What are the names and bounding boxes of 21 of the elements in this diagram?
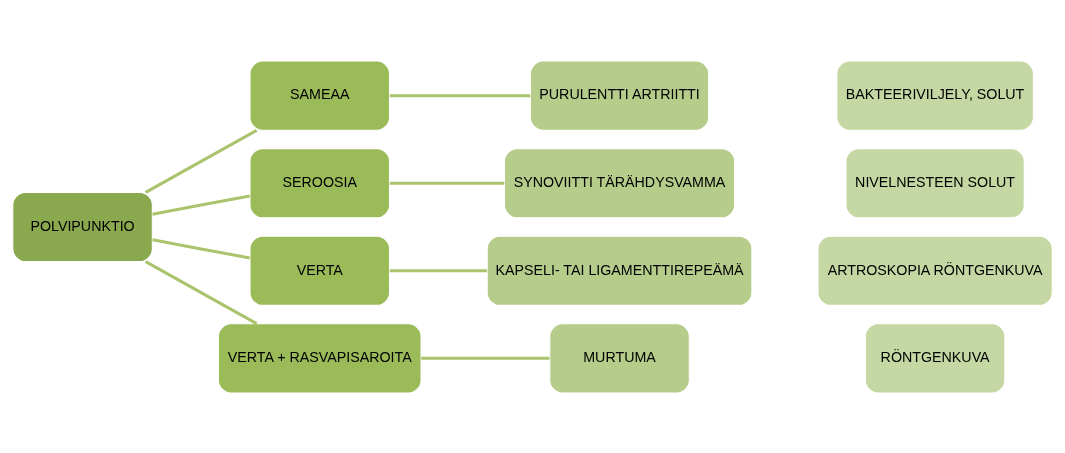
connector [152,194,251,216]
node-box: VERTA + RASVAPISAROITA [217,322,422,393]
connector [144,259,258,325]
node-box: RÖNTGENKUVA [864,322,1006,393]
connector [421,356,550,360]
node-box: MURTUMA [549,322,690,393]
connector [152,237,251,259]
node-box: NIVELNESTEEN SOLUT [845,147,1025,218]
connector [389,268,487,272]
node-box: BAKTEERIVILJELY, SOLUT [836,60,1034,131]
node-box: SYNOVIITTI TÄRÄHDYSVAMMA [504,147,736,218]
node-box: SEROOSIA [249,147,390,218]
node-box: PURULENTTI ARTRIITTI [529,60,710,131]
node-box: POLVIPUNKTIO [12,191,153,262]
connector [144,128,258,194]
node-box: KAPSELI- TAI LIGAMENTTIREPEÄMÄ [486,235,753,306]
connector [389,181,505,185]
node-box: ARTROSKOPIA RÖNTGENKUVA [817,235,1053,306]
node-box: SAMEAA [249,60,390,131]
connector [389,93,531,97]
node-box: VERTA [249,235,390,306]
